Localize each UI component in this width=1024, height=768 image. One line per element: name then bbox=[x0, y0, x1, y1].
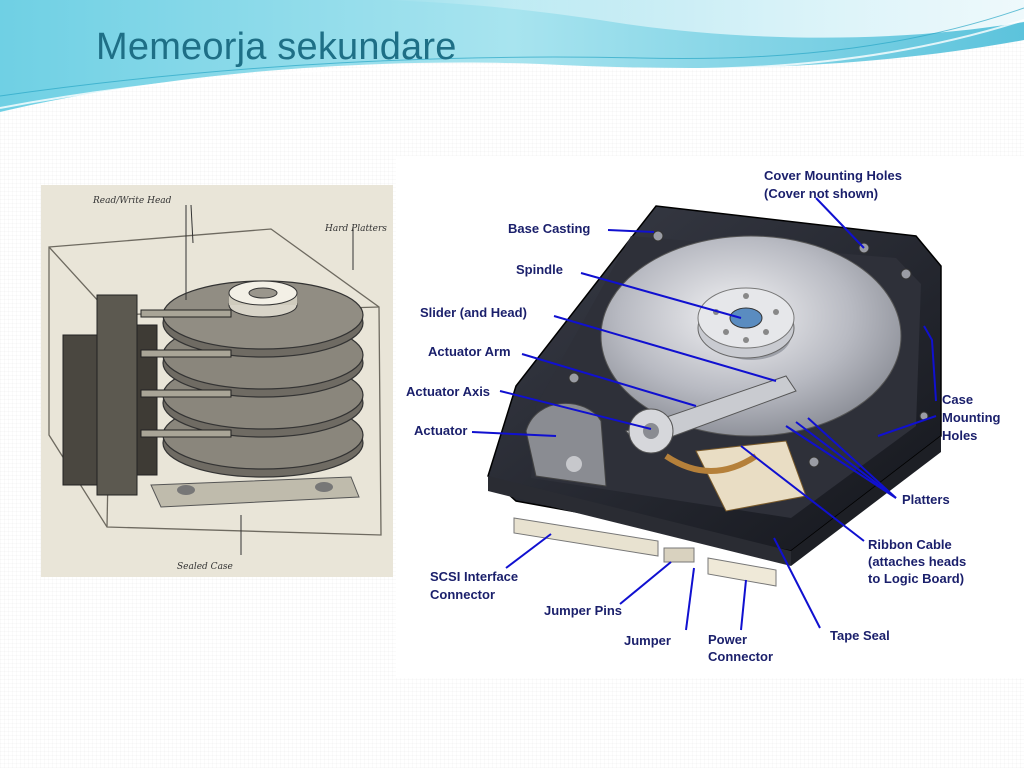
label-spindle: Spindle bbox=[516, 262, 563, 277]
label-ribbon-cable-1: Ribbon Cable bbox=[868, 537, 952, 552]
hard-drive-illustration: Cover Mounting Holes (Cover not shown) B… bbox=[396, 156, 1024, 678]
label-power-connector-1: Power bbox=[708, 632, 747, 647]
labeled-hard-drive-diagram: Cover Mounting Holes (Cover not shown) B… bbox=[396, 156, 1024, 678]
label-actuator-arm: Actuator Arm bbox=[428, 344, 511, 359]
label-base-casting: Base Casting bbox=[508, 221, 590, 236]
label-ribbon-cable-2: (attaches heads bbox=[868, 554, 966, 569]
label-cover-not-shown: (Cover not shown) bbox=[764, 186, 878, 201]
label-case-mounting-holes-1: Case bbox=[942, 392, 973, 407]
hard-platters-label: Hard Platters bbox=[324, 224, 387, 234]
label-jumper-pins: Jumper Pins bbox=[544, 603, 622, 618]
label-jumper: Jumper bbox=[624, 633, 671, 648]
label-power-connector-2: Connector bbox=[708, 649, 773, 664]
hard-disk-sketch: Read/Write Head Hard Platters Sealed Cas… bbox=[41, 185, 393, 577]
label-ribbon-cable-3: to Logic Board) bbox=[868, 571, 964, 586]
label-scsi-interface-1: SCSI Interface bbox=[430, 569, 518, 584]
sealed-case-label: Sealed Case bbox=[177, 562, 233, 572]
label-actuator: Actuator bbox=[414, 423, 467, 438]
label-actuator-axis: Actuator Axis bbox=[406, 384, 490, 399]
label-tape-seal: Tape Seal bbox=[830, 628, 890, 643]
label-cover-mounting-holes: Cover Mounting Holes bbox=[764, 168, 902, 183]
read-write-head-label: Read/Write Head bbox=[92, 196, 172, 206]
label-platters: Platters bbox=[902, 492, 950, 507]
header-wave-decoration bbox=[0, 0, 1024, 112]
hard-disk-sketch-drawing: Read/Write Head Hard Platters Sealed Cas… bbox=[41, 185, 393, 577]
label-scsi-interface-2: Connector bbox=[430, 587, 495, 602]
slide-title: Memeorja sekundare bbox=[96, 26, 457, 68]
label-case-mounting-holes-3: Holes bbox=[942, 428, 977, 443]
label-slider-head: Slider (and Head) bbox=[420, 305, 527, 320]
label-case-mounting-holes-2: Mounting bbox=[942, 410, 1001, 425]
